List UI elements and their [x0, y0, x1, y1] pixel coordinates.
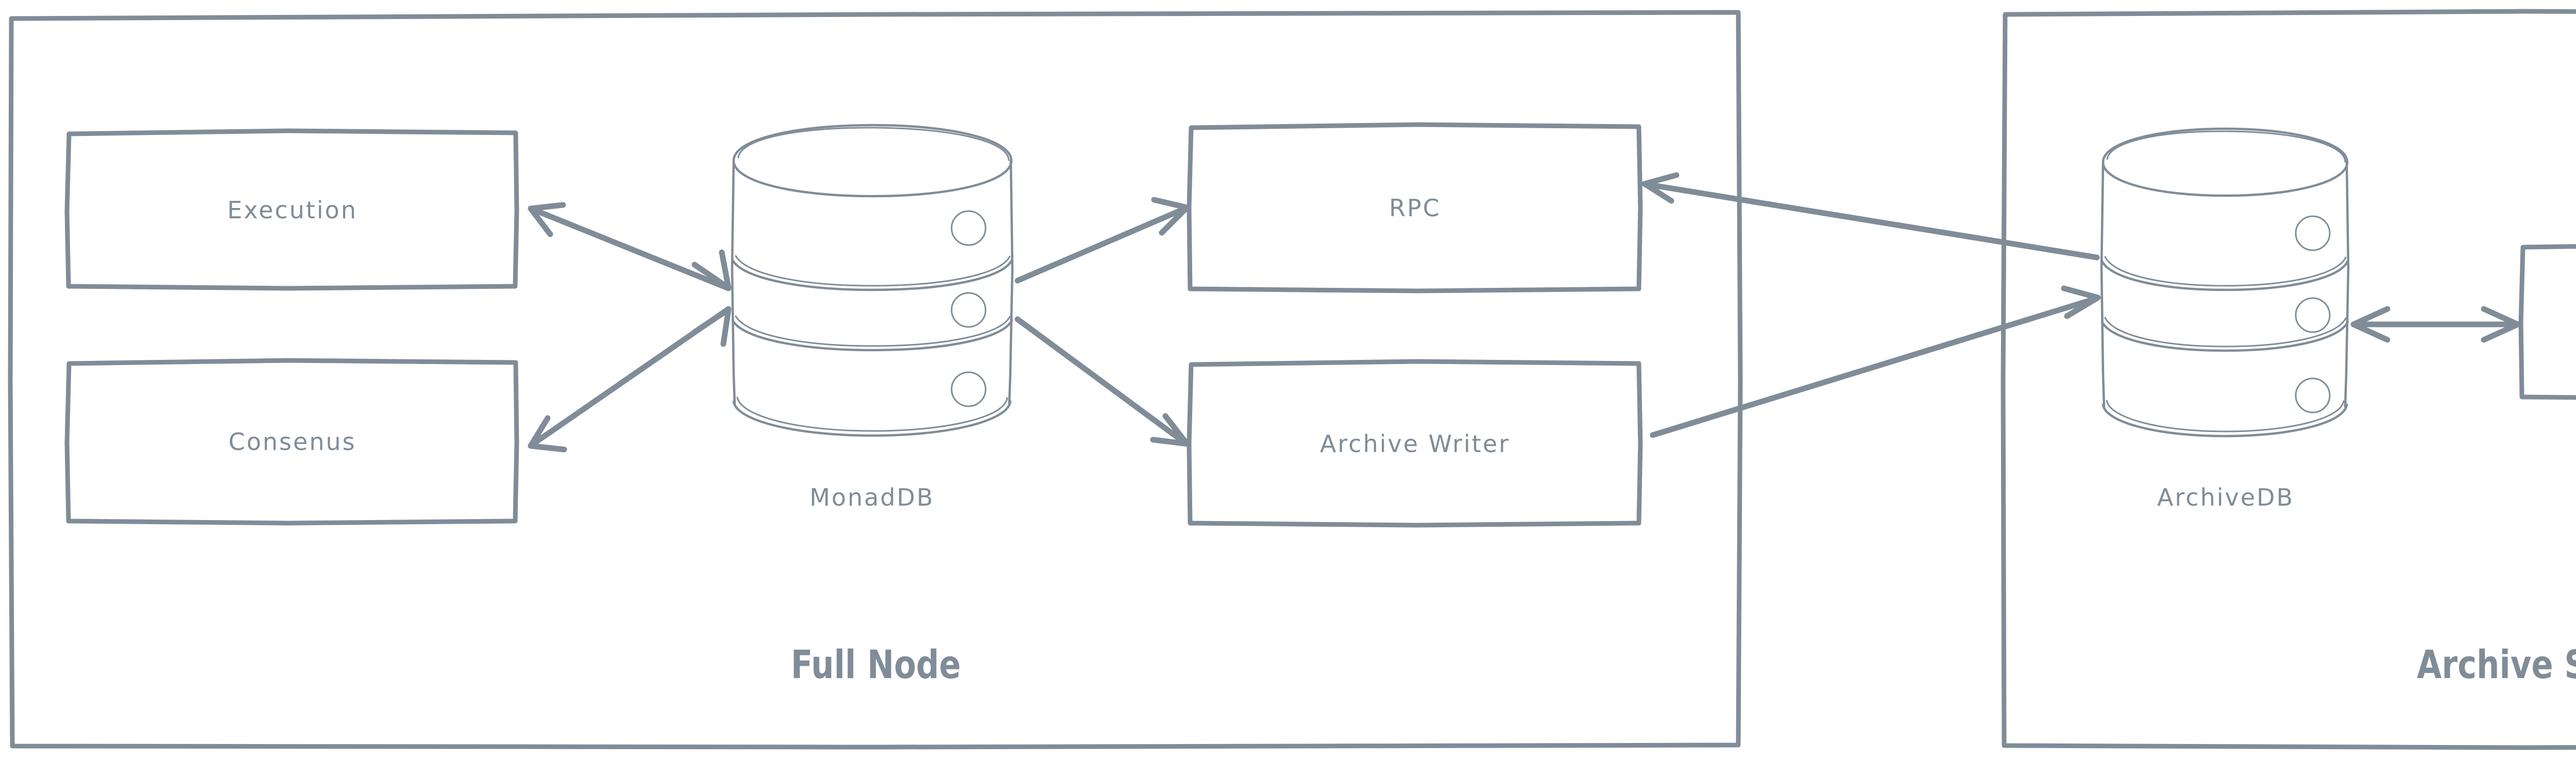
edge-monaddb-consensus[interactable]	[528, 306, 732, 453]
node-box-execution[interactable]	[64, 128, 519, 291]
monaddb-text: MonadDB	[809, 483, 935, 511]
edge-archivedb-rpc[interactable]	[1641, 172, 2100, 261]
node-box-rpc[interactable]	[1187, 122, 1643, 293]
cylinder-indicator-circle	[951, 292, 987, 328]
cylinder-indicator-circle	[2295, 297, 2331, 333]
group-title-full-node: Full Node	[686, 638, 1066, 690]
edge-monaddb-execution[interactable]	[528, 202, 732, 291]
edge-archivedb-indexer[interactable]	[2350, 306, 2521, 343]
cylinder-archivedb[interactable]	[2100, 127, 2350, 438]
edge-monaddb-rpc[interactable]	[1014, 197, 1190, 284]
group-container-archive-server	[2001, 9, 2576, 750]
cylinder-indicator-circle	[951, 210, 987, 246]
archive-server-title-text: Archive Server	[2417, 641, 2576, 687]
cylinder-indicator-circle	[951, 371, 987, 407]
archivedb-text: ArchiveDB	[2157, 483, 2295, 511]
edge-monaddb-archive-writer[interactable]	[1014, 316, 1190, 447]
db-caption-monaddb: MonadDB	[732, 479, 1012, 516]
node-box-consensus[interactable]	[64, 358, 519, 526]
cylinder-indicator-circle	[2295, 377, 2331, 413]
full-node-title-text: Full Node	[790, 641, 961, 687]
group-container-full-node	[8, 10, 1743, 750]
db-caption-archivedb: ArchiveDB	[2071, 479, 2380, 516]
cylinder-monaddb[interactable]	[731, 124, 1014, 437]
cylinder-indicator-circle	[2295, 215, 2331, 251]
edge-archive-writer-archivedb[interactable]	[1650, 285, 2101, 438]
node-box-indexer[interactable]	[2518, 244, 2576, 400]
group-title-archive-server: Archive Server	[2331, 638, 2576, 690]
node-box-archive-writer[interactable]	[1187, 359, 1643, 528]
